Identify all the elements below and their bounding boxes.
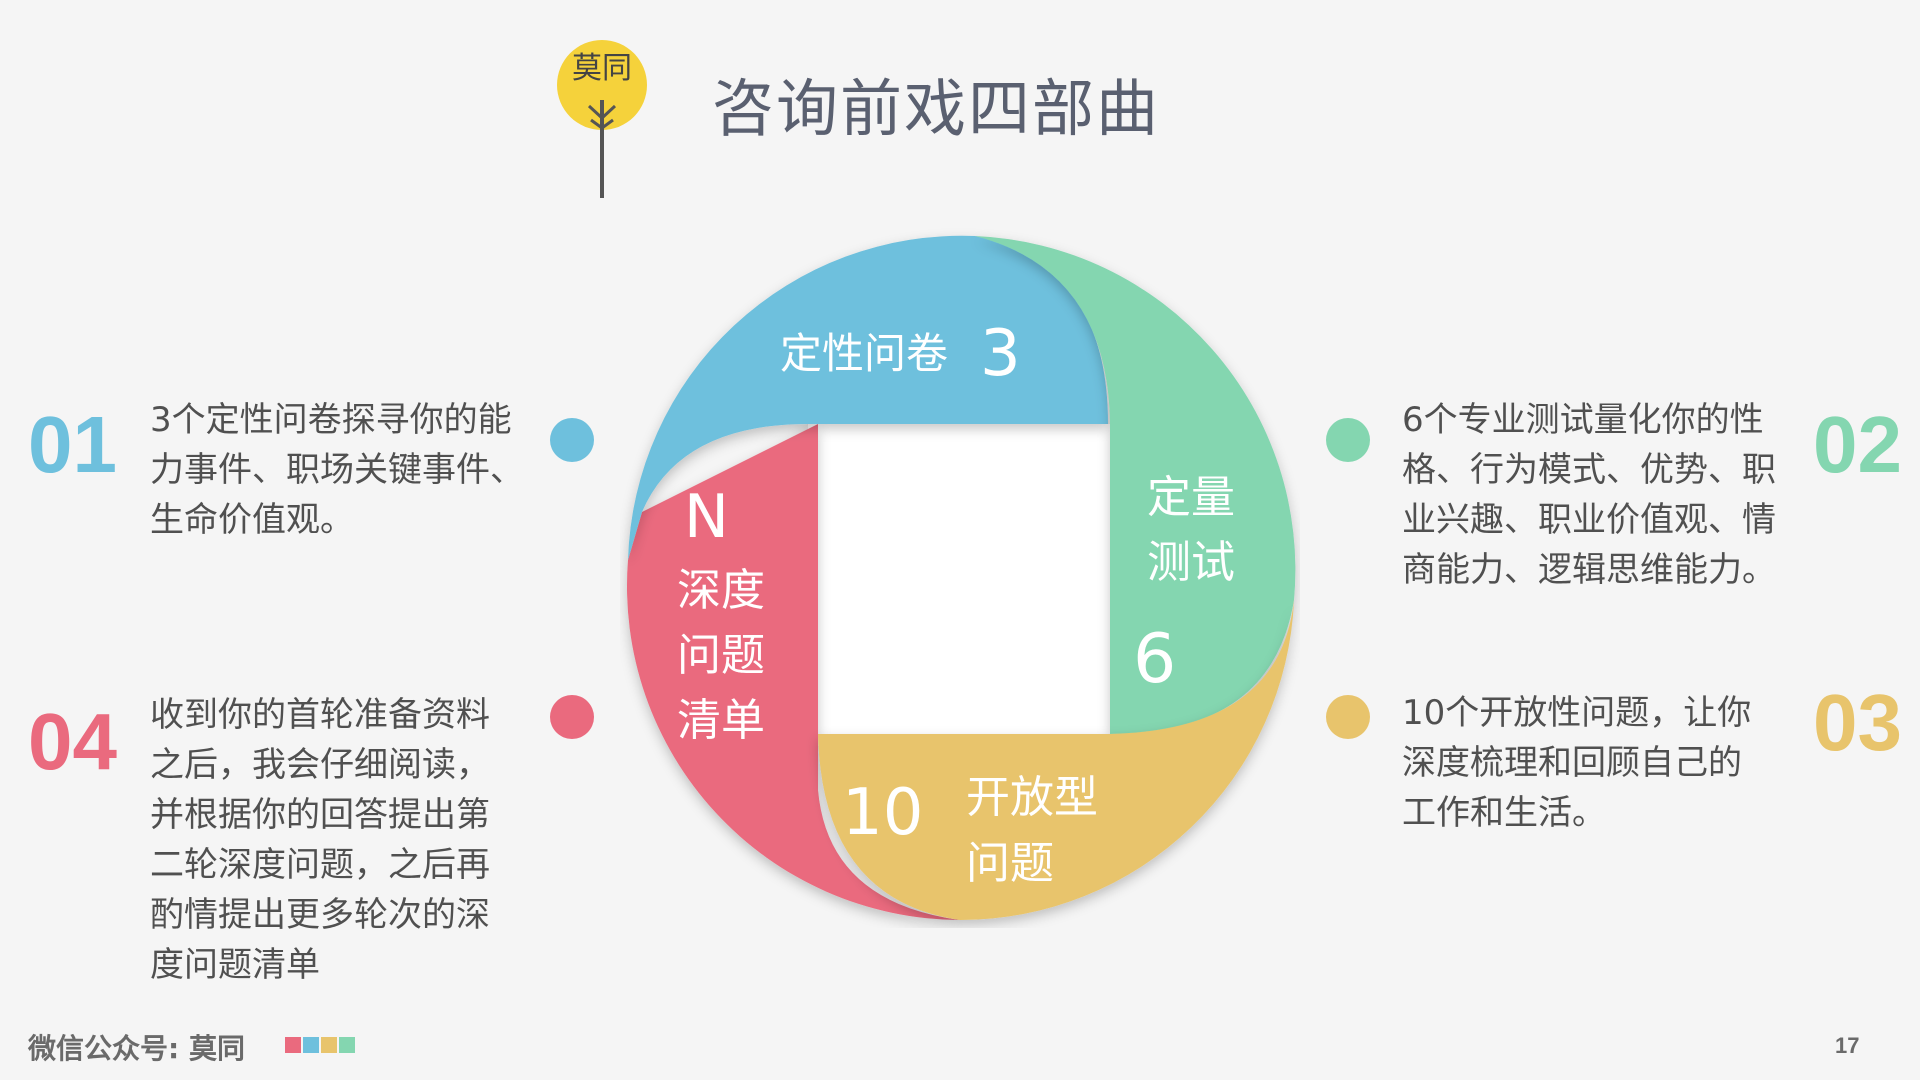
blue-count: 3 <box>980 317 1021 391</box>
green-count: 6 <box>1133 620 1176 699</box>
dot-green <box>1326 418 1370 462</box>
red-label-3: 清单 <box>677 695 765 746</box>
segment-yellow <box>818 600 1294 921</box>
item-02-line: 业兴趣、职业价值观、情 <box>1402 500 1776 540</box>
item-text-03: 10个开放性问题，让你 深度梳理和回顾自己的 工作和生活。 <box>1402 688 1751 838</box>
pinwheel-diagram: 定性问卷 3 定量 测试 6 10 开放型 问题 N 深度 问题 清单 <box>626 235 1296 921</box>
footer-account: 微信公众号: 莫同 <box>28 1032 245 1065</box>
item-text-02: 6个专业测试量化你的性 格、行为模式、优势、职 业兴趣、职业价值观、情 商能力、… <box>1402 395 1776 595</box>
item-01-line: 3个定性问卷探寻你的能 <box>150 400 512 440</box>
yellow-label-2: 问题 <box>966 838 1054 889</box>
item-03-line: 工作和生活。 <box>1402 793 1606 833</box>
item-04-line: 之后，我会仔细阅读， <box>150 745 490 785</box>
item-04-line: 二轮深度问题，之后再 <box>150 845 490 885</box>
segment-green <box>975 236 1296 734</box>
footer-square-red <box>285 1037 301 1053</box>
footer-square-blue <box>303 1037 319 1053</box>
footer-color-squares <box>285 1037 355 1053</box>
center-square <box>808 424 1110 734</box>
segment-blue <box>628 235 1108 560</box>
item-02-line: 6个专业测试量化你的性 <box>1402 400 1764 440</box>
green-label-1: 定量 <box>1147 472 1235 523</box>
page-number: 17 <box>1835 1033 1860 1058</box>
item-number-01: 01 <box>28 400 117 489</box>
yellow-label-1: 开放型 <box>966 772 1098 823</box>
item-text-01: 3个定性问卷探寻你的能 力事件、职场关键事件、 生命价值观。 <box>150 395 524 545</box>
blue-label: 定性问卷 <box>780 329 948 378</box>
segment-red <box>626 424 960 920</box>
dot-red <box>550 695 594 739</box>
item-number-02: 02 <box>1813 400 1902 489</box>
item-02-line: 商能力、逻辑思维能力。 <box>1402 550 1776 590</box>
item-03-line: 深度梳理和回顾自己的 <box>1402 743 1742 783</box>
item-04-line: 并根据你的回答提出第 <box>150 795 490 835</box>
item-text-04: 收到你的首轮准备资料 之后，我会仔细阅读， 并根据你的回答提出第 二轮深度问题，… <box>150 690 490 990</box>
footer-square-green <box>339 1037 355 1053</box>
red-label-1: 深度 <box>677 565 765 616</box>
logo-text: 莫同 <box>572 51 632 86</box>
logo: 莫同 <box>557 40 647 198</box>
item-04-line: 度问题清单 <box>150 945 320 985</box>
yellow-count: 10 <box>842 776 923 850</box>
item-01-line: 生命价值观。 <box>150 500 354 540</box>
item-number-03: 03 <box>1813 678 1902 767</box>
logo-circle <box>557 40 647 130</box>
item-number-04: 04 <box>28 697 117 786</box>
red-label-2: 问题 <box>677 630 765 681</box>
item-04-line: 收到你的首轮准备资料 <box>150 695 490 735</box>
item-02-line: 格、行为模式、优势、职 <box>1402 450 1776 490</box>
dot-yellow <box>1326 695 1370 739</box>
item-01-line: 力事件、职场关键事件、 <box>150 450 524 490</box>
green-label-2: 测试 <box>1147 537 1235 588</box>
item-04-line: 酌情提出更多轮次的深 <box>150 895 490 935</box>
item-03-line: 10个开放性问题，让你 <box>1402 693 1752 733</box>
dot-blue <box>550 418 594 462</box>
red-count: N <box>684 482 729 552</box>
footer-square-yellow <box>321 1037 337 1053</box>
page-title: 咨询前戏四部曲 <box>712 72 1161 145</box>
